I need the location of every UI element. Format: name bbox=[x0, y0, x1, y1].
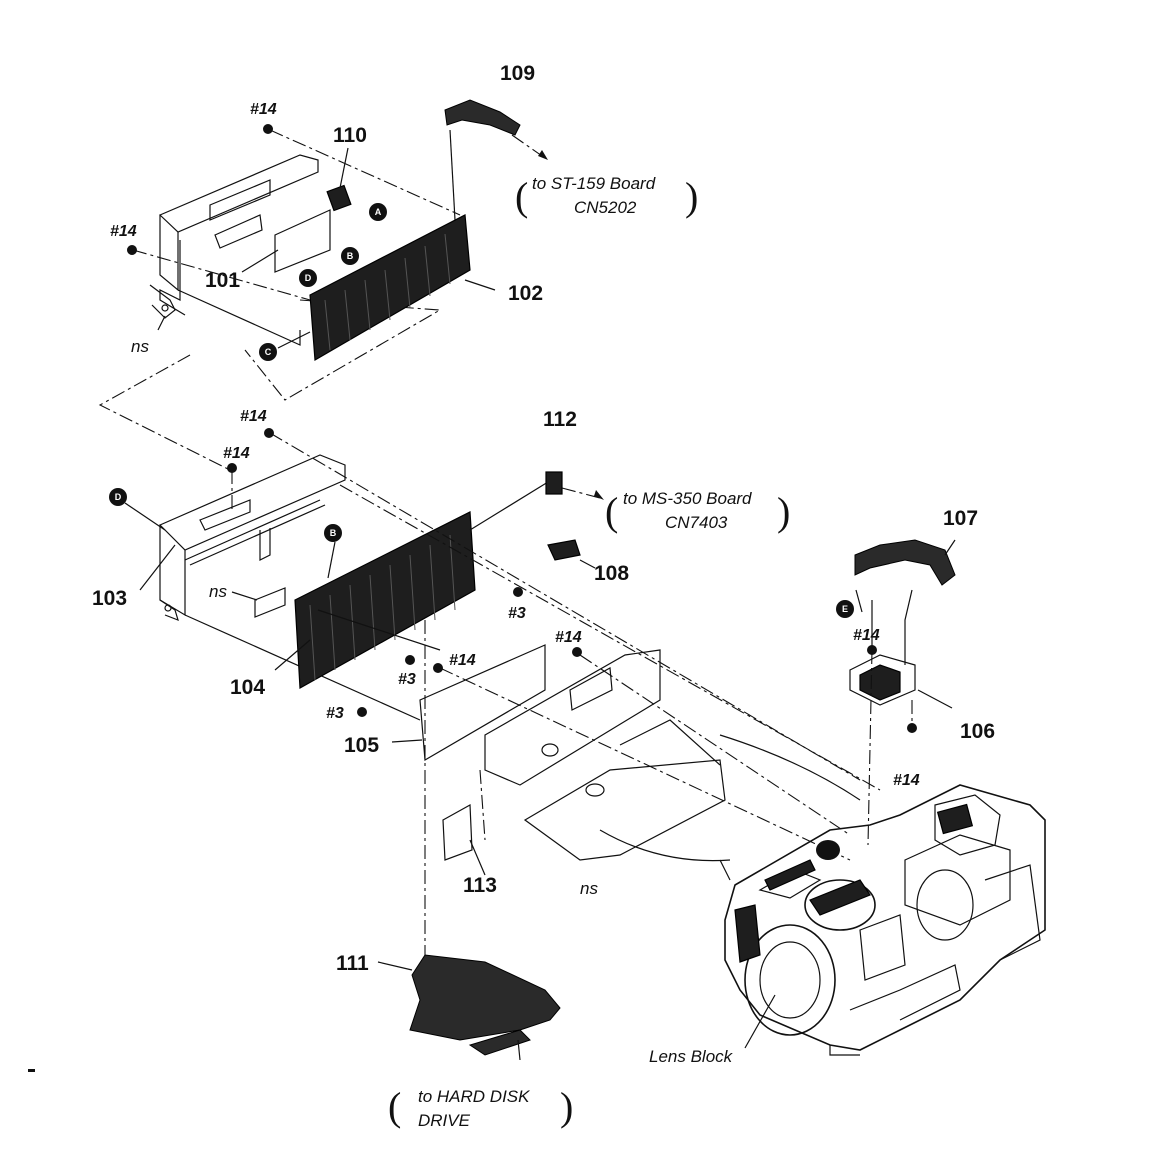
reference-markers: A B D C D B E bbox=[109, 203, 854, 618]
lens-block-label: Lens Block bbox=[649, 1047, 734, 1066]
svg-text:(: ( bbox=[605, 489, 618, 534]
upper-frame-assembly bbox=[127, 124, 496, 401]
dashed-guide bbox=[98, 354, 231, 471]
label-108: 108 bbox=[594, 562, 629, 585]
note-hdd-line1: to HARD DISK bbox=[418, 1087, 530, 1106]
screw-label-14-8: #14 bbox=[893, 772, 920, 789]
marker-d-lower bbox=[109, 488, 127, 506]
flex-cable-111 bbox=[377, 954, 561, 1061]
middle-frame-assembly bbox=[139, 428, 881, 955]
note-st159-line2: CN5202 bbox=[574, 198, 637, 217]
part-113 bbox=[442, 804, 473, 861]
marker-c bbox=[259, 343, 277, 361]
screw-14-left bbox=[127, 245, 137, 255]
ns-plate bbox=[254, 587, 286, 618]
marker-c-label: C bbox=[265, 347, 272, 357]
screw-label-3-2: #3 bbox=[398, 671, 416, 688]
screw-label-14-6: #14 bbox=[555, 629, 582, 646]
label-109: 109 bbox=[500, 62, 535, 85]
marker-a bbox=[369, 203, 387, 221]
svg-text:): ) bbox=[777, 489, 790, 534]
note-ms350-line2: CN7403 bbox=[665, 513, 728, 532]
connectors-112-108 bbox=[545, 471, 596, 569]
part-labels: 109 110 101 102 112 107 108 103 104 106 … bbox=[92, 62, 995, 975]
screw-14-b bbox=[227, 463, 237, 473]
svg-text:(: ( bbox=[388, 1084, 401, 1129]
label-106: 106 bbox=[960, 720, 995, 743]
screw-labels: #14 #14 #14 #14 #3 #3 #3 #14 #14 #14 #14 bbox=[110, 101, 920, 789]
marker-b-upper bbox=[341, 247, 359, 265]
screw-label-14-4: #14 bbox=[223, 445, 250, 462]
marker-b-upper-label: B bbox=[347, 251, 354, 261]
marker-d-upper-label: D bbox=[305, 273, 312, 283]
flex-107 bbox=[854, 539, 956, 586]
label-101: 101 bbox=[205, 269, 240, 292]
marker-d-upper bbox=[299, 269, 317, 287]
screw-label-14-3: #14 bbox=[240, 408, 267, 425]
screw-3-c bbox=[357, 707, 367, 717]
ns-label-3: ns bbox=[580, 879, 598, 898]
note-st159-line1: to ST-159 Board bbox=[532, 174, 656, 193]
screw-label-14-2: #14 bbox=[110, 223, 137, 240]
note-hdd-line2: DRIVE bbox=[418, 1111, 471, 1130]
not-supplied-labels: ns ns ns bbox=[131, 315, 598, 898]
flex-cable-109 bbox=[444, 99, 548, 160]
holder-106 bbox=[849, 654, 916, 706]
label-105: 105 bbox=[344, 734, 379, 757]
label-103: 103 bbox=[92, 587, 127, 610]
screw-label-3-3: #3 bbox=[326, 705, 344, 722]
marker-d-lower-label: D bbox=[115, 492, 122, 502]
marker-e bbox=[836, 600, 854, 618]
flex-107-holder-106 bbox=[849, 539, 956, 846]
marker-b-lower-label: B bbox=[330, 528, 337, 538]
ns-label-2: ns bbox=[209, 582, 227, 601]
connector-110 bbox=[326, 184, 352, 212]
marker-a-label: A bbox=[375, 207, 382, 217]
label-112: 112 bbox=[543, 408, 577, 431]
lens-block bbox=[599, 734, 1046, 1056]
stray-mark bbox=[28, 1069, 35, 1072]
label-104: 104 bbox=[230, 676, 265, 699]
screw-14-top bbox=[263, 124, 273, 134]
screw-label-3-1: #3 bbox=[508, 605, 526, 622]
connector-112 bbox=[545, 471, 563, 495]
screw-3-b bbox=[405, 655, 415, 665]
screw-label-14-1: #14 bbox=[250, 101, 277, 118]
screw-14-d bbox=[572, 647, 582, 657]
label-111: 111 bbox=[336, 952, 369, 975]
note-ms350-line1: to MS-350 Board bbox=[623, 489, 752, 508]
board-102 bbox=[309, 214, 471, 361]
svg-text:(: ( bbox=[515, 174, 528, 219]
screw-label-14-5: #14 bbox=[449, 652, 476, 669]
bracket-105 bbox=[419, 644, 546, 761]
screw-label-14-7: #14 bbox=[853, 627, 880, 644]
label-113: 113 bbox=[463, 874, 497, 897]
svg-text:): ) bbox=[560, 1084, 573, 1129]
connector-108 bbox=[547, 539, 581, 561]
ns-sheet bbox=[523, 759, 726, 861]
board-101 bbox=[274, 209, 331, 273]
label-102: 102 bbox=[508, 282, 543, 305]
marker-b-lower bbox=[324, 524, 342, 542]
screw-14-e bbox=[867, 645, 877, 655]
screw-14-f bbox=[907, 723, 917, 733]
screw-14-c bbox=[433, 663, 443, 673]
marker-e-label: E bbox=[842, 604, 848, 614]
label-107: 107 bbox=[943, 507, 978, 530]
connection-notes: ( to ST-159 Board CN5202 ) ( to MS-350 B… bbox=[388, 174, 790, 1130]
screw-14-a bbox=[264, 428, 274, 438]
label-110: 110 bbox=[333, 124, 367, 147]
screw-3-a bbox=[513, 587, 523, 597]
svg-text:): ) bbox=[685, 174, 698, 219]
ns-label-1: ns bbox=[131, 337, 149, 356]
board-104 bbox=[294, 511, 476, 689]
